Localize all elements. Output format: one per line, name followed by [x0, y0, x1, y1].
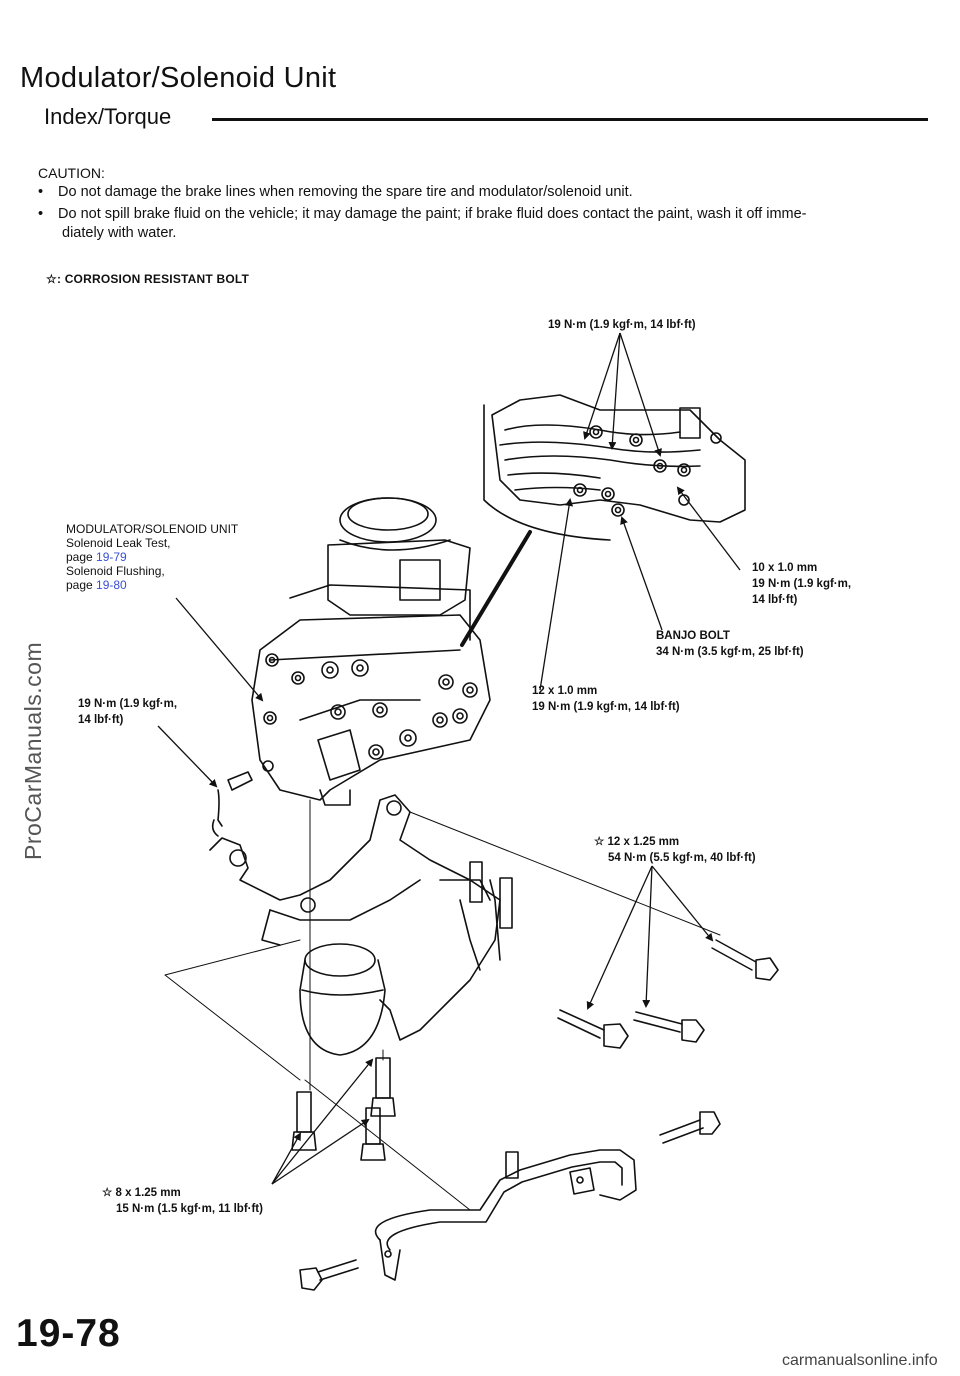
caution-bullet: •Do not spill brake fluid on the vehicle…: [38, 206, 807, 222]
support-rod: [299, 1111, 721, 1291]
bolt-12x125-c: [633, 1011, 705, 1043]
page-number: 19-78: [16, 1312, 121, 1355]
link-page-19-80[interactable]: 19-80: [96, 578, 127, 592]
modulator-body: [251, 614, 491, 806]
brake-line-detail-inset: [483, 394, 746, 541]
section-subtitle: Index/Torque: [44, 104, 172, 129]
callout-left-torque: 19 N·m (1.9 kgf·m,14 lbf·ft): [78, 698, 178, 726]
bolt-8x125-b: [370, 1057, 396, 1117]
watermark: ProCarManuals.com: [20, 641, 46, 860]
bolt-12x125-a: [711, 939, 779, 981]
callout-top-torque: 19 N·m (1.9 kgf·m, 14 lbf·ft): [548, 319, 696, 331]
header-rule: [212, 118, 928, 121]
bolt-12x125-b: [557, 1009, 629, 1049]
brake-line-fitting: [211, 771, 253, 837]
page-title: Modulator/Solenoid Unit: [20, 62, 337, 94]
caution-bullet-continuation: diately with water.: [62, 225, 177, 241]
footer-source: carmanualsonline.info: [782, 1352, 938, 1369]
reservoir: [289, 497, 471, 641]
caution-heading: CAUTION:: [38, 165, 105, 181]
mounting-bracket: [209, 794, 513, 1041]
bolt-8x125-a: [291, 1091, 317, 1151]
caution-bullet: •Do not damage the brake lines when remo…: [38, 184, 633, 200]
corrosion-legend: ☆: CORROSION RESISTANT BOLT: [46, 272, 250, 286]
accumulator: [299, 943, 386, 1056]
unit-label: MODULATOR/SOLENOID UNIT Solenoid Leak Te…: [66, 522, 239, 592]
link-page-19-79[interactable]: 19-79: [96, 550, 127, 564]
